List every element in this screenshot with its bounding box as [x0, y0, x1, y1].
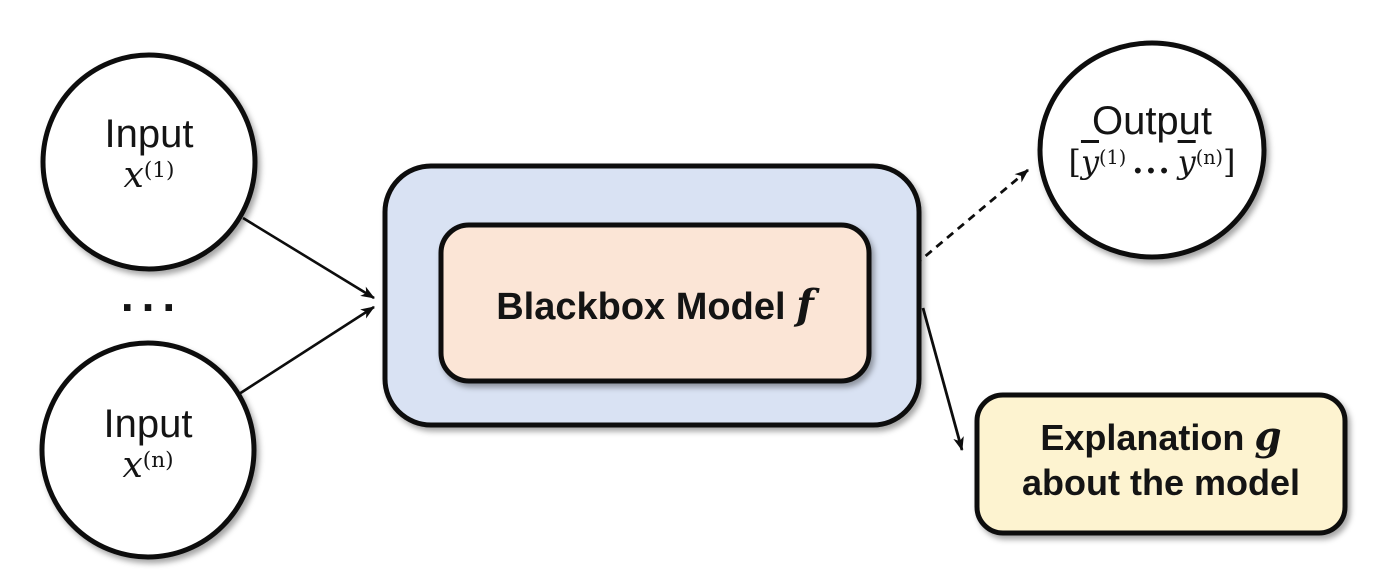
input-n-node-circle — [39, 340, 257, 560]
output-label: Output [y(1)...y(n)] — [1032, 100, 1272, 181]
input-n-math: x(n) — [38, 445, 258, 486]
output-open-bracket: [ — [1068, 143, 1081, 181]
blackbox-inner-box — [438, 222, 872, 384]
explanation-line-2: about the model — [1022, 461, 1300, 503]
explanation-line-1: Explanation g — [977, 414, 1345, 461]
blackbox-symbol-f: f — [796, 280, 814, 329]
input-n-math-sup: (n) — [142, 448, 174, 474]
explanation-symbol-g: g — [1254, 414, 1282, 460]
input-n-math-base: x — [122, 445, 143, 486]
output-first-sup: (1) — [1099, 146, 1127, 170]
output-close-bracket: ] — [1223, 143, 1236, 181]
explanation-title: Explanation — [1040, 417, 1245, 458]
output-title: Output — [1091, 99, 1213, 143]
input-1-math-base: x — [123, 155, 144, 196]
input-1-math-sup: (1) — [143, 158, 175, 184]
arrow-model-to-explanation — [921, 307, 964, 452]
input-1-math: x(1) — [39, 155, 259, 196]
blackbox-label: Blackbox Model f — [441, 280, 869, 331]
blackbox-title: Blackbox Model — [496, 286, 786, 328]
input-1-title: Input — [104, 112, 194, 156]
output-node-circle — [1037, 40, 1267, 260]
input-1-node-circle — [40, 52, 258, 272]
input-1-label: Input x(1) — [39, 113, 259, 196]
output-first-base: y — [1080, 143, 1100, 181]
arrow-input1-to-model — [242, 216, 375, 300]
output-math: [y(1)...y(n)] — [1032, 144, 1272, 181]
input-n-label: Input x(n) — [38, 403, 258, 486]
inputs-ellipsis: ... — [120, 269, 184, 321]
arrow-input2-to-model — [238, 305, 375, 396]
output-last-sup: (n) — [1195, 146, 1224, 170]
explanation-label: Explanation g about the model — [977, 414, 1345, 504]
output-dots: ... — [1132, 143, 1172, 181]
explanation-box — [974, 392, 1348, 536]
output-last-base: y — [1177, 143, 1196, 181]
input-n-title: Input — [103, 402, 193, 446]
